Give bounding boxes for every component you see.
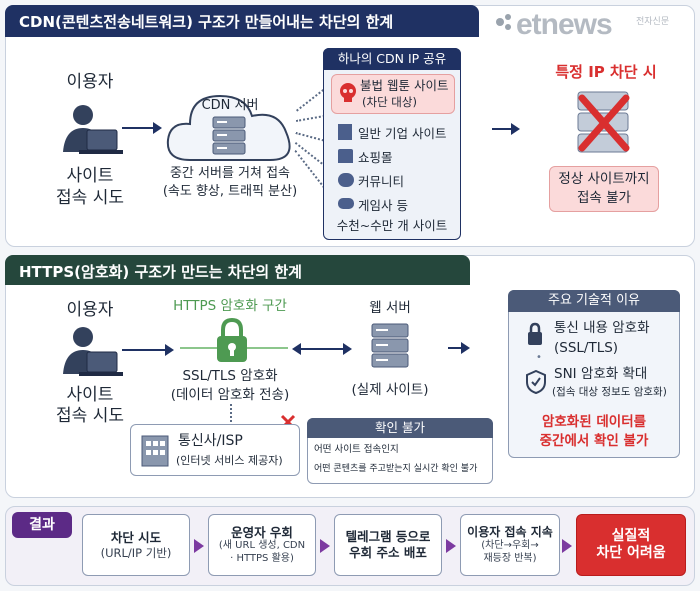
unverifiable-line-2: 어떤 콘텐츠를 주고받는지 실시간 확인 불가 [314,464,478,474]
isp-sublabel: (인터넷 서비스 제공자) [176,454,283,467]
flow-step-3-desc: 우회 주소 배포 [349,545,427,560]
site-row-1: 쇼핑몰 [338,146,458,166]
logo-text: etnews [516,8,613,41]
cdn-server-desc-2: (속도 향상, 트래픽 분산) [162,184,298,199]
flow-step-4-desc-2: 재등장 반복) [483,552,537,564]
arrow-to-reasons [448,342,470,354]
blocked-server-icon [568,86,638,158]
sites-footer: 수천~수만 개 사이트 [336,218,448,233]
shared-ip-header: 하나의 CDN IP 공유 [323,48,461,70]
flow-step-2-title: 운영자 우회 [231,524,293,540]
lock-icon-large [214,317,250,364]
reasons-conclusion-1: 암호화된 데이터를 [541,414,647,430]
site-row-0: 일반 기업 사이트 [338,122,458,142]
site-label: 게임사 등 [358,198,408,213]
flow-step-1: 차단 시도 (URL/IP 기반) [82,514,190,576]
result-label: 결과 [12,512,72,538]
flow-arrow-4 [562,539,572,553]
tls-label-2: (데이터 암호화 전송) [170,387,290,403]
site-label: 커뮤니티 [358,174,405,189]
web-server-icon [370,322,410,370]
shop-icon [338,149,353,163]
double-arrow [292,341,352,355]
flow-step-3-title: 텔레그램 등으로 [345,529,431,545]
shield-icon [526,369,546,395]
unverifiable-header: 확인 불가 [307,418,493,438]
https-user-action-2: 접속 시도 [56,406,124,426]
reasons-conclusion-2: 중간에서 확인 불가 [539,433,649,449]
isp-building-icon [140,432,170,468]
reason-1-line2: (SSL/TLS) [554,340,619,356]
flow-arrow-2 [320,539,330,553]
reason-divider: • [536,352,542,363]
arrow-to-block [492,123,520,135]
cdn-server-desc-1: 중간 서버를 거쳐 접속 [169,166,291,181]
flow-final-line1: 실질적 [611,527,651,544]
web-server-note: (실제 사이트) [351,382,429,398]
site-label: 일반 기업 사이트 [358,126,447,141]
https-section-title: HTTPS(암호화) 구조가 만드는 차단의 한계 [5,255,470,285]
flow-step-4-title: 이용자 접속 지속 [467,525,553,539]
unverifiable-line-1: 어떤 사이트 접속인지 [314,444,399,455]
block-result-box [549,166,659,212]
flow-arrow-1 [194,539,204,553]
site-row-3: 게임사 등 [338,194,458,214]
flow-step-3: 텔레그램 등으로 우회 주소 배포 [334,514,442,576]
reasons-header: 주요 기술적 이유 [508,290,680,312]
reason-1-line1: 통신 내용 암호화 [554,320,650,336]
reason-2-line1: SNI 암호화 확대 [554,366,648,382]
tls-label-1: SSL/TLS 암호화 [182,368,278,384]
user-laptop-icon [55,100,125,160]
game-icon [338,198,354,209]
skull-icon [338,82,358,104]
isp-connector [230,404,232,426]
illegal-site-note: (차단 대상) [362,95,417,109]
cdn-user-action-2: 접속 시도 [56,188,124,208]
flow-step-2-desc-2: · HTTPS 활용) [230,552,294,564]
flow-step-1-desc: (URL/IP 기반) [100,545,172,560]
reason-2-line2: (접속 대상 정보도 암호화) [552,386,667,398]
https-user-label: 이용자 [66,300,114,320]
flow-arrow-3 [446,539,456,553]
block-title: 특정 IP 차단 시 [555,63,657,81]
lock-icon [526,322,544,346]
site-label: 쇼핑몰 [358,150,393,165]
arrow-user-to-cdn [122,122,162,134]
web-server-label: 웹 서버 [369,300,411,316]
flow-step-2-desc-1: (새 URL 생성, CDN [218,540,306,552]
cdn-server-label: CDN 서버 [201,98,259,113]
block-result-1: 정상 사이트까지 [558,171,650,187]
isp-label: 통신사/ISP [178,433,243,449]
flow-step-4-desc-1: (차단→우회→ [481,540,539,551]
block-result-2: 접속 불가 [577,190,631,206]
https-user-action-1: 사이트 [66,385,114,405]
flow-final-line2: 차단 어려움 [596,545,666,561]
user-laptop-icon-2 [55,322,125,382]
etnews-logo-mark [496,14,511,30]
cdn-section-title: CDN(콘텐츠전송네트워크) 구조가 만들어내는 차단의 한계 [5,5,479,37]
reasons-box [508,290,680,458]
site-row-2: 커뮤니티 [338,170,458,190]
cdn-user-label: 이용자 [66,72,114,92]
illegal-site-name: 불법 웹툰 사이트 [360,78,449,93]
server-icon [212,116,246,156]
cdn-user-action-1: 사이트 [66,166,114,186]
flow-step-2: 운영자 우회 (새 URL 생성, CDN · HTTPS 활용) [208,514,316,576]
etnews-logo: etnews 전자신문 [486,8,686,48]
community-icon [338,173,354,187]
logo-subtext: 전자신문 [636,17,670,27]
flow-step-1-title: 차단 시도 [110,530,162,545]
arrow-user-to-tls [122,344,174,356]
flow-final: 실질적 차단 어려움 [576,514,686,576]
flow-step-4: 이용자 접속 지속 (차단→우회→ 재등장 반복) [460,514,560,576]
encrypt-zone-label: HTTPS 암호화 구간 [173,298,287,314]
building-icon [338,124,352,140]
